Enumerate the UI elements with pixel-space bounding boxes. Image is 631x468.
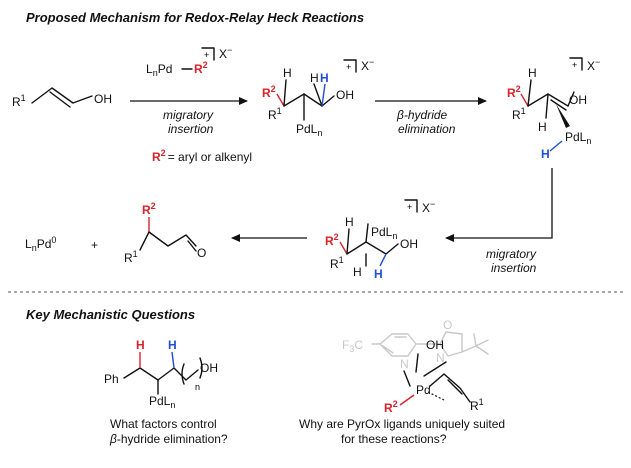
svg-text:Ph: Ph	[104, 372, 119, 386]
pd-hydride-enol-complex: + X− R2 H R1 OH H PdLn H	[507, 57, 600, 161]
svg-text:R1: R1	[268, 106, 282, 122]
svg-text:H: H	[136, 338, 145, 352]
beta-hydride-substrate: H H Ph PdLn n OH	[104, 338, 218, 410]
svg-text:R2: R2	[384, 399, 398, 415]
svg-text:PdLn: PdLn	[149, 394, 175, 410]
question-1-line-1: What factors control	[110, 417, 217, 431]
svg-text:R2: R2	[507, 84, 521, 100]
plus-sign: +	[91, 238, 98, 252]
question-2-line-1: Why are PyrOx ligands uniquely suited	[299, 417, 505, 431]
svg-text:O: O	[443, 318, 452, 332]
svg-text:H: H	[541, 147, 550, 161]
svg-text:n: n	[195, 382, 200, 392]
aldehyde-product: R2 R1 O	[124, 201, 206, 265]
svg-text:OH: OH	[569, 93, 587, 107]
svg-text:+: +	[407, 202, 412, 212]
svg-text:PdLn: PdLn	[565, 130, 591, 146]
svg-text:insertion: insertion	[168, 122, 214, 136]
svg-text:X−: X−	[422, 199, 435, 215]
allylic-alcohol-substrate: R1 OH	[12, 87, 112, 109]
svg-text:H: H	[538, 120, 547, 134]
svg-text:Pd: Pd	[416, 383, 431, 397]
svg-text:H: H	[320, 71, 329, 85]
cationic-pd-catalyst: LnPd R2 + X−	[146, 45, 232, 78]
svg-text:H: H	[283, 66, 292, 80]
svg-text:+: +	[204, 50, 209, 60]
svg-text:X−: X−	[219, 45, 232, 61]
svg-text:N: N	[400, 357, 409, 371]
svg-text:X−: X−	[587, 57, 600, 73]
question-2-line-2: for these reactions?	[341, 432, 447, 446]
svg-text:H: H	[168, 338, 177, 352]
svg-text:+: +	[572, 60, 577, 70]
pd0-product: LnPd0	[25, 235, 56, 253]
svg-text:R2: R2	[262, 84, 276, 100]
svg-text:H: H	[310, 71, 319, 85]
svg-text:LnPd0: LnPd0	[25, 235, 56, 253]
svg-text:OH: OH	[400, 237, 418, 251]
svg-text:OH: OH	[426, 338, 444, 352]
svg-text:PdLn: PdLn	[371, 225, 397, 241]
svg-text:H: H	[374, 267, 383, 281]
svg-text:β-hydride: β-hydride	[396, 108, 448, 122]
svg-text:+: +	[346, 62, 351, 72]
svg-text:migratory: migratory	[163, 108, 214, 122]
svg-text:PdLn: PdLn	[296, 122, 322, 138]
pyrox-pd-complex: F3C N O N Pd OH R2 R1	[342, 318, 489, 415]
questions-title: Key Mechanistic Questions	[26, 307, 195, 322]
svg-text:F3C: F3C	[342, 338, 363, 354]
svg-text:insertion: insertion	[491, 261, 537, 275]
mechanism-title: Proposed Mechanism for Redox-Relay Heck …	[26, 10, 364, 25]
r2-definition: R2= aryl or alkenyl	[152, 148, 252, 164]
svg-text:elimination: elimination	[398, 122, 456, 136]
svg-text:H: H	[353, 265, 362, 279]
svg-text:R1: R1	[470, 397, 484, 413]
svg-text:R1: R1	[124, 249, 138, 265]
svg-text:OH: OH	[200, 361, 218, 375]
pd-alkoxy-intermediate: + X− R2 H R1 PdLn OH H H	[325, 199, 435, 281]
arrow-migratory-insertion-2	[445, 168, 553, 242]
svg-text:H: H	[345, 215, 354, 229]
svg-text:H: H	[528, 66, 537, 80]
svg-text:LnPd: LnPd	[146, 62, 172, 78]
svg-text:R1: R1	[512, 106, 526, 122]
alkyl-pd-intermediate: R2 H R1 H H OH PdLn + X−	[262, 57, 374, 138]
svg-text:R2: R2	[325, 232, 339, 248]
svg-text:OH: OH	[336, 88, 354, 102]
question-1-line-2: β-hydride elimination?	[109, 432, 228, 446]
svg-text:OH: OH	[94, 92, 112, 106]
svg-text:R1: R1	[330, 255, 344, 271]
svg-text:R1: R1	[12, 93, 26, 109]
svg-text:X−: X−	[361, 57, 374, 73]
svg-text:N: N	[436, 351, 445, 365]
svg-text:O: O	[197, 246, 206, 260]
svg-text:R2: R2	[194, 60, 208, 76]
svg-text:migratory: migratory	[486, 247, 537, 261]
svg-text:R2: R2	[142, 201, 156, 217]
